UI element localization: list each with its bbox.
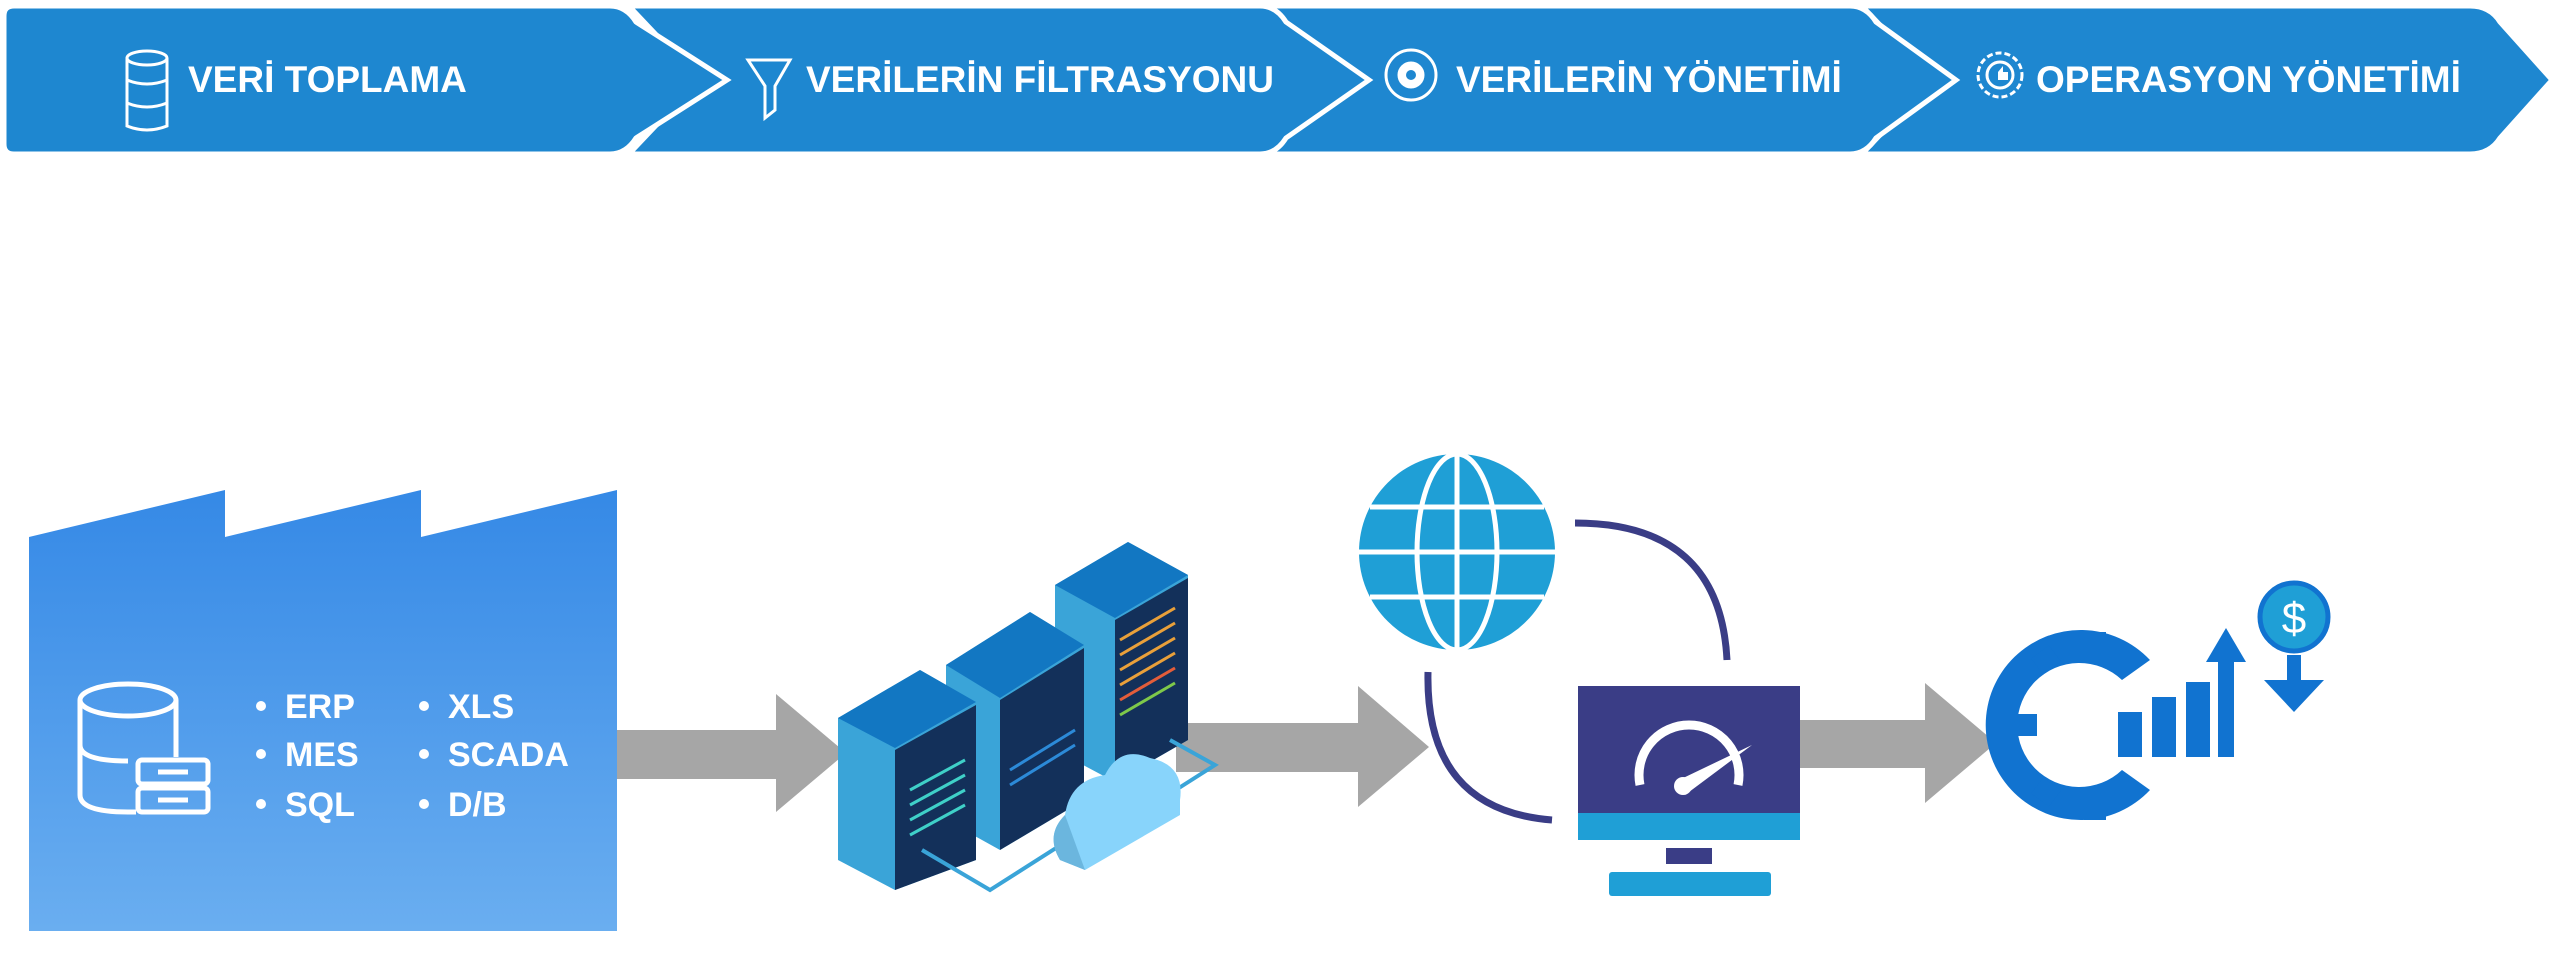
source-mes: MES — [285, 736, 359, 774]
server-1 — [838, 670, 976, 890]
server-rack-icon — [838, 542, 1219, 893]
arrow-1 — [617, 694, 846, 812]
step-1-label: VERİ TOPLAMA — [188, 59, 467, 100]
gear-growth-icon: $ — [1985, 580, 2331, 820]
svg-text:$: $ — [2282, 594, 2306, 643]
arrow-3 — [1800, 683, 1996, 803]
filter-icon — [745, 58, 793, 122]
server-3 — [1055, 542, 1188, 782]
gear-thumbs-up-icon — [1976, 51, 2024, 99]
source-xls: XLS — [448, 688, 514, 726]
connection-arc-bottom — [1424, 671, 1553, 824]
step-4-chevron[interactable] — [1856, 3, 2556, 157]
step-4-label: OPERASYON YÖNETİMİ — [2036, 59, 2461, 100]
source-list-right: XLS SCADA D/B — [419, 688, 569, 824]
factory-shape — [29, 490, 617, 931]
monitor-dashboard-icon — [1578, 686, 1800, 896]
arrow-2 — [1176, 686, 1429, 807]
gear-cycle-icon — [1384, 48, 1438, 102]
source-sql: SQL — [285, 786, 355, 824]
source-db: D/B — [448, 786, 507, 824]
step-3-chevron[interactable] — [1264, 3, 1961, 157]
speedometer-icon — [1634, 720, 1744, 786]
connection-arc-top — [1574, 519, 1731, 661]
source-list-left: ERP MES SQL — [256, 688, 359, 824]
dollar-coin-icon — [2257, 580, 2331, 654]
step-2-chevron[interactable] — [623, 3, 1374, 157]
up-arrow-icon — [2206, 628, 2246, 662]
step-1-chevron[interactable] — [1, 3, 732, 157]
process-banner: VERİ TOPLAMA VERİLERİN FİLTRASYONU VERİL… — [1, 3, 2556, 157]
database-server-icon — [77, 681, 211, 815]
factory-data-sources: ERP MES SQL XLS SCADA D/B — [29, 490, 617, 931]
down-arrow-icon — [2264, 680, 2324, 712]
source-erp: ERP — [285, 688, 355, 726]
globe-icon — [1359, 451, 1555, 653]
server-2 — [946, 612, 1084, 850]
cloud-icon — [1053, 754, 1181, 870]
source-scada: SCADA — [448, 736, 569, 774]
database-icon — [125, 49, 169, 132]
step-2-label: VERİLERİN FİLTRASYONU — [806, 59, 1274, 100]
step-3-label: VERİLERİN YÖNETİMİ — [1456, 59, 1842, 100]
